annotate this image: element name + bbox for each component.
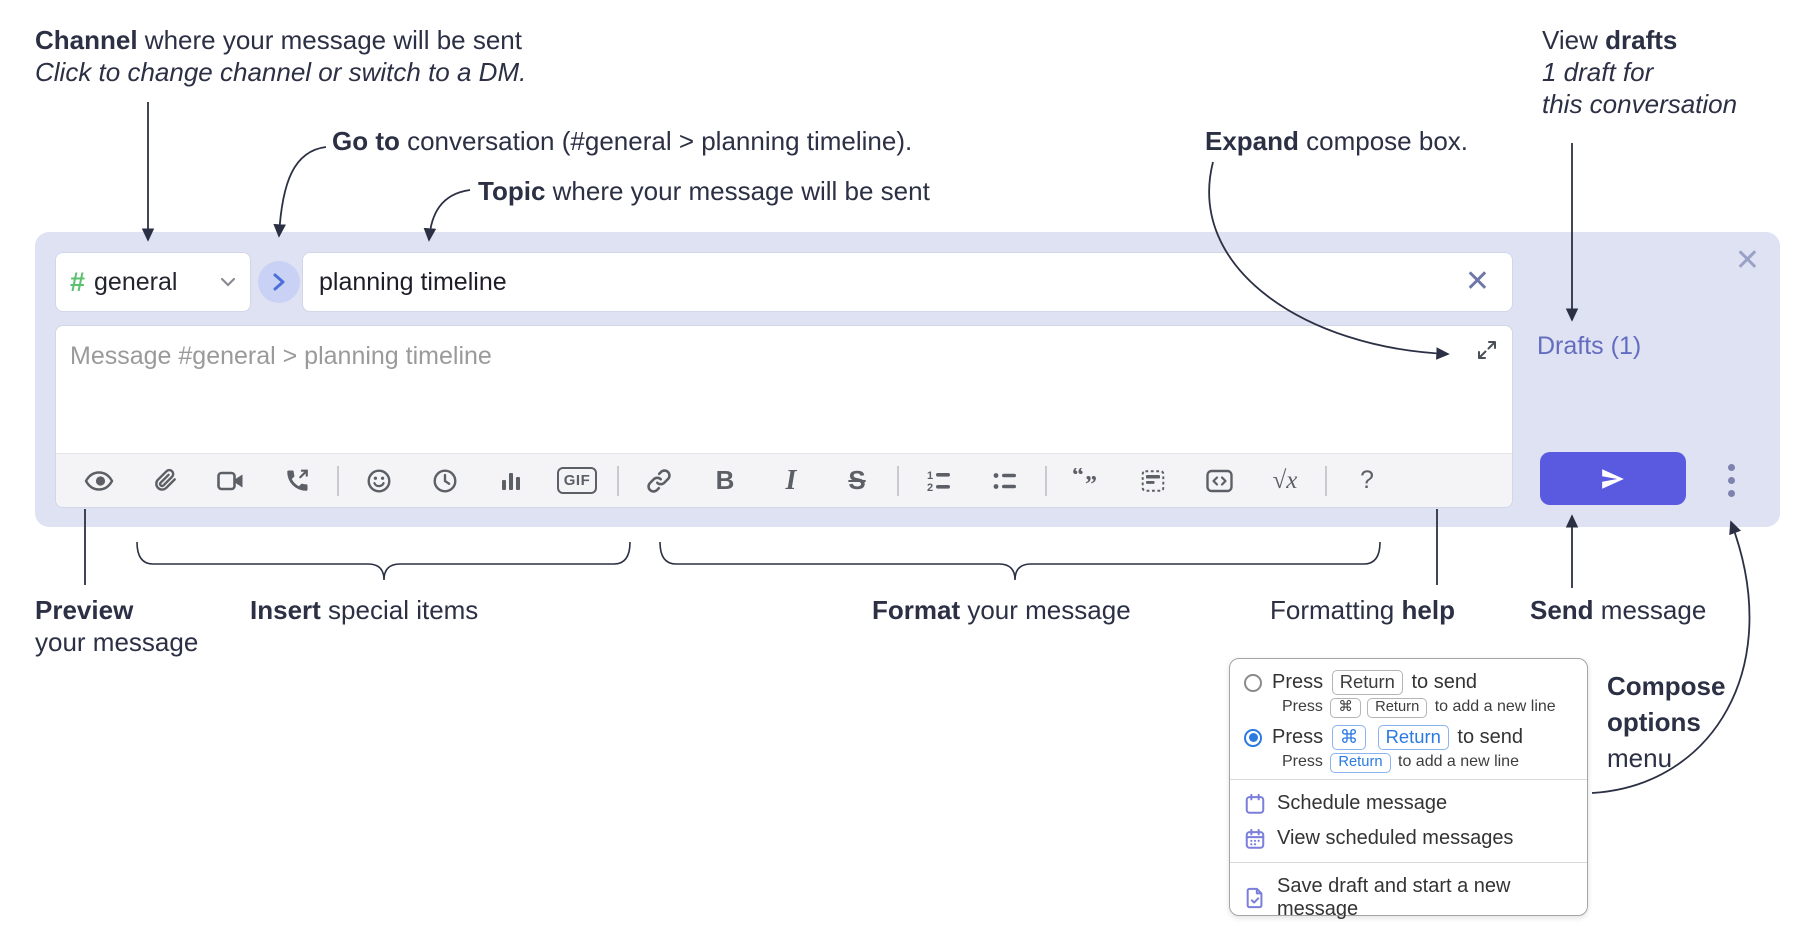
send-annotation: Send message	[1530, 595, 1707, 625]
spoiler-icon[interactable]	[1120, 459, 1186, 503]
close-compose-button[interactable]: ✕	[1734, 244, 1760, 277]
menu-divider	[1230, 779, 1587, 780]
calendar-icon	[1245, 793, 1265, 814]
svg-text:1: 1	[927, 470, 933, 482]
goto-annotation: Go to conversation (#general > planning …	[332, 126, 913, 156]
bold-icon[interactable]: B	[692, 459, 758, 503]
strikethrough-icon[interactable]: S	[824, 459, 890, 503]
poll-icon[interactable]	[478, 459, 544, 503]
menu-divider	[1230, 862, 1587, 863]
send-button[interactable]	[1540, 452, 1686, 505]
brace-format-group	[659, 541, 1381, 581]
menu-item-view-scheduled-messages[interactable]: View scheduled messages	[1230, 821, 1587, 856]
expand-icon	[1478, 341, 1496, 359]
svg-text:”: ”	[1085, 472, 1097, 494]
radio-checked-icon[interactable]	[1244, 728, 1262, 747]
message-box[interactable]: Message #general > planning timeline	[55, 325, 1513, 508]
send-icon	[1602, 468, 1624, 489]
menu-option2-subtext: Press Return to add a new line	[1230, 753, 1587, 773]
svg-text:“: “	[1072, 468, 1084, 489]
toolbar-divider	[617, 465, 619, 496]
menu-option-cmd-enter-to-send[interactable]: Press ⌘ Return to send	[1230, 724, 1587, 751]
insert-annotation: Insert special items	[250, 595, 479, 625]
menu-option-enter-to-send[interactable]: Press Return to send	[1230, 669, 1587, 696]
expand-annotation: Expand compose box.	[1205, 126, 1469, 156]
brace-insert-group	[136, 541, 631, 581]
channel-annotation-bold: Channel	[35, 25, 138, 55]
preview-eye-icon[interactable]	[66, 459, 132, 503]
math-icon[interactable]: √x	[1252, 459, 1318, 503]
topic-value: planning timeline	[319, 267, 507, 296]
attach-file-icon[interactable]	[132, 459, 198, 503]
menu-option1-subtext: Press ⌘Return to add a new line	[1230, 698, 1587, 718]
drafts-link[interactable]: Drafts (1)	[1537, 332, 1642, 360]
quote-icon[interactable]: “”	[1054, 459, 1120, 503]
channel-name: general	[94, 267, 178, 296]
help-icon[interactable]: ?	[1334, 459, 1400, 503]
channel-annotation-sub: Click to change channel or switch to a D…	[35, 57, 527, 87]
format-annotation: Format your message	[872, 595, 1131, 625]
gif-icon[interactable]: GIF	[544, 459, 610, 503]
link-icon[interactable]	[626, 459, 692, 503]
bulleted-list-icon[interactable]	[972, 459, 1038, 503]
compose-options-kebab-icon[interactable]	[1711, 458, 1751, 502]
compose-options-menu: Press Return to send Press ⌘Return to ad…	[1229, 658, 1588, 920]
video-call-icon[interactable]	[198, 459, 264, 503]
menu-item-save-draft-new-message[interactable]: Save draft and start a new message	[1230, 869, 1587, 927]
go-to-conversation-button[interactable]	[258, 261, 300, 303]
channel-annotation-rest: where your message will be sent	[137, 25, 522, 55]
voice-call-icon[interactable]	[264, 459, 330, 503]
preview-annotation: Preview your message	[35, 595, 199, 657]
toolbar-divider	[337, 465, 339, 496]
draft-file-icon	[1246, 887, 1263, 909]
view-drafts-annotation: View drafts 1 draft for this conversatio…	[1542, 25, 1738, 119]
channel-hash-icon: #	[70, 266, 86, 297]
compose-options-annotation: Compose options menu	[1607, 671, 1726, 773]
message-placeholder: Message #general > planning timeline	[70, 342, 492, 370]
emoji-icon[interactable]	[346, 459, 412, 503]
clear-topic-button[interactable]: ✕	[1459, 267, 1496, 297]
topic-annotation: Topic where your message will be sent	[478, 176, 930, 206]
expand-compose-button[interactable]	[1474, 338, 1500, 364]
arrow-to-goto-button	[273, 146, 327, 238]
chevron-down-icon	[220, 277, 236, 287]
topic-input[interactable]: planning timeline ✕	[302, 252, 1513, 312]
italic-icon[interactable]: I	[758, 459, 824, 503]
compose-box: # general planning timeline ✕ ✕ Message …	[35, 232, 1780, 527]
svg-text:2: 2	[927, 482, 933, 493]
radio-unchecked-icon[interactable]	[1244, 673, 1262, 692]
calendar-list-icon	[1245, 828, 1265, 849]
toolbar-divider	[1325, 465, 1327, 496]
toolbar-divider	[1045, 465, 1047, 496]
channel-selector[interactable]: # general	[55, 252, 251, 312]
formatting-help-annotation: Formatting help	[1270, 595, 1455, 625]
code-icon[interactable]	[1186, 459, 1252, 503]
chevron-right-icon	[273, 273, 285, 291]
channel-annotation: Channel where your message will be sent …	[35, 24, 526, 88]
menu-item-schedule-message[interactable]: Schedule message	[1230, 786, 1587, 821]
toolbar-divider	[897, 465, 899, 496]
time-icon[interactable]	[412, 459, 478, 503]
